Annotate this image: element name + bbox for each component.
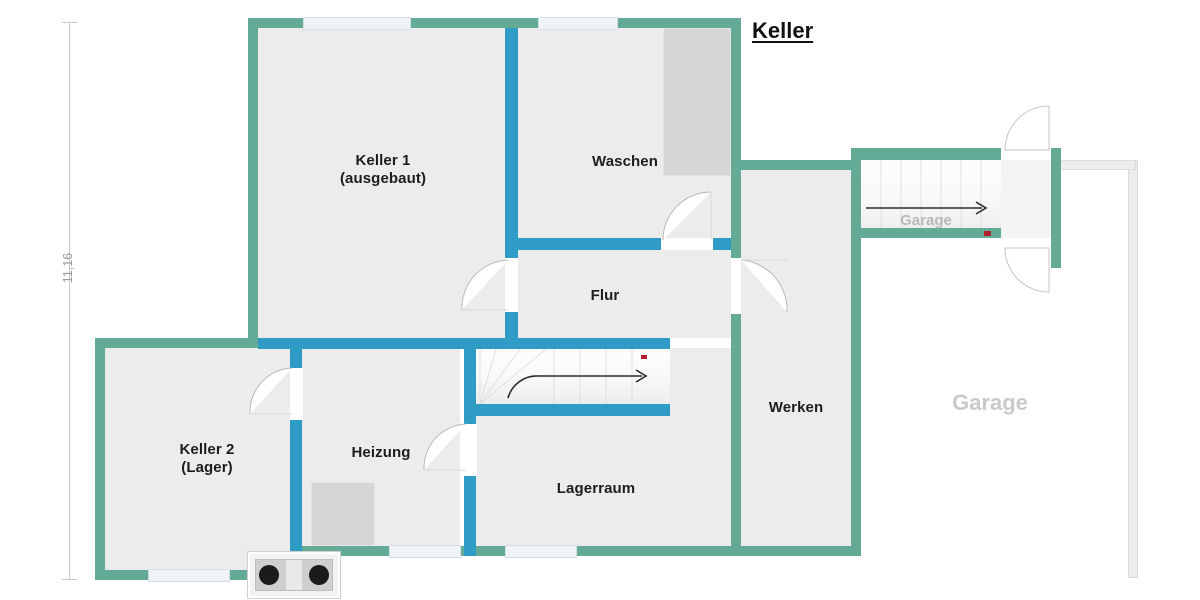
dimension-line-vertical — [69, 22, 70, 580]
room-label-flur: Flur — [590, 287, 620, 304]
stair-label-garage: Garage — [900, 212, 952, 229]
page-title: Keller — [752, 18, 814, 43]
exterior-wall-werken-bottom — [731, 546, 861, 556]
door-swing-keller2-heizung — [249, 367, 293, 415]
door-opening-keller2-heizung — [290, 368, 303, 420]
garage-landing — [1001, 160, 1051, 238]
garage-wall-right — [1128, 160, 1138, 578]
garage-stair — [861, 160, 1001, 228]
room-keller1 — [258, 28, 508, 338]
room-label-heizung: Heizung — [351, 444, 411, 461]
room-label-waschen: Waschen — [592, 153, 658, 170]
door-opening-heizung-lagerraum — [464, 424, 477, 476]
main-stair-direction-arrow — [507, 369, 648, 399]
door-opening-waschen-flur — [661, 238, 713, 250]
exterior-wall-right-upper — [731, 18, 741, 170]
interior-wall-stair-left — [464, 338, 476, 416]
door-swing-heizung-lagerraum — [423, 423, 467, 471]
exterior-wall-garage-approach-top — [731, 160, 861, 170]
interior-wall-keller1-bottom — [258, 338, 508, 349]
room-label-keller1: Keller 1 (ausgebaut) — [339, 152, 427, 188]
oil-tank-dot-right — [308, 565, 329, 585]
door-opening-flur-werken — [731, 258, 741, 314]
door-swing-garage-top — [1004, 105, 1050, 151]
room-flur — [518, 250, 731, 338]
door-opening-garage-bottom — [1001, 238, 1051, 250]
interior-wall-flur-bottom — [470, 338, 670, 349]
garage-stair-start-marker — [984, 231, 991, 236]
window-keller1-top — [303, 17, 411, 30]
exterior-wall-garage-stair-bottom — [851, 228, 1061, 238]
shaft-waschen — [663, 28, 731, 176]
dimension-label-left: 11,16 — [61, 252, 75, 284]
door-swing-flur-werken — [740, 259, 788, 313]
dimension-tick-top — [62, 22, 77, 23]
exterior-wall-garage-stair-left — [851, 148, 861, 238]
room-label-werken: Werken — [768, 399, 824, 416]
dimension-tick-bottom — [62, 579, 77, 580]
interior-wall-stair-bottom — [464, 404, 670, 416]
window-keller2-bottom — [148, 569, 230, 582]
oil-tank — [248, 552, 340, 598]
door-swing-keller1-flur — [461, 259, 509, 311]
door-swing-waschen-flur — [662, 191, 712, 241]
oil-tank-dot-left — [259, 565, 280, 585]
door-swing-garage-bottom — [1004, 247, 1050, 293]
exterior-wall-werken-left — [731, 170, 741, 556]
exterior-wall-keller2-left — [95, 338, 105, 580]
oil-tank-inner — [255, 559, 333, 591]
exterior-wall-top — [248, 18, 741, 28]
door-opening-garage-top — [1001, 148, 1051, 160]
window-heizung-bottom — [389, 545, 461, 558]
room-label-lagerraum: Lagerraum — [556, 480, 636, 497]
window-waschen-top — [538, 17, 618, 30]
exterior-wall-keller2-top — [95, 338, 258, 348]
boiler-heizung — [311, 482, 375, 546]
room-label-garage: Garage — [952, 390, 1028, 415]
exterior-wall-werken-right — [851, 238, 861, 556]
garage-stair-treads — [861, 160, 1001, 228]
room-label-keller2: Keller 2 (Lager) — [179, 441, 235, 477]
exterior-wall-garage-stair-right — [1051, 148, 1061, 268]
door-opening-keller1-flur — [505, 258, 518, 312]
window-lagerraum-bottom — [505, 545, 577, 558]
garage-stair-direction-arrow — [866, 201, 988, 215]
oil-tank-divider — [285, 560, 302, 590]
exterior-wall-keller1-left — [248, 18, 258, 348]
main-stair-start-marker — [641, 355, 647, 359]
